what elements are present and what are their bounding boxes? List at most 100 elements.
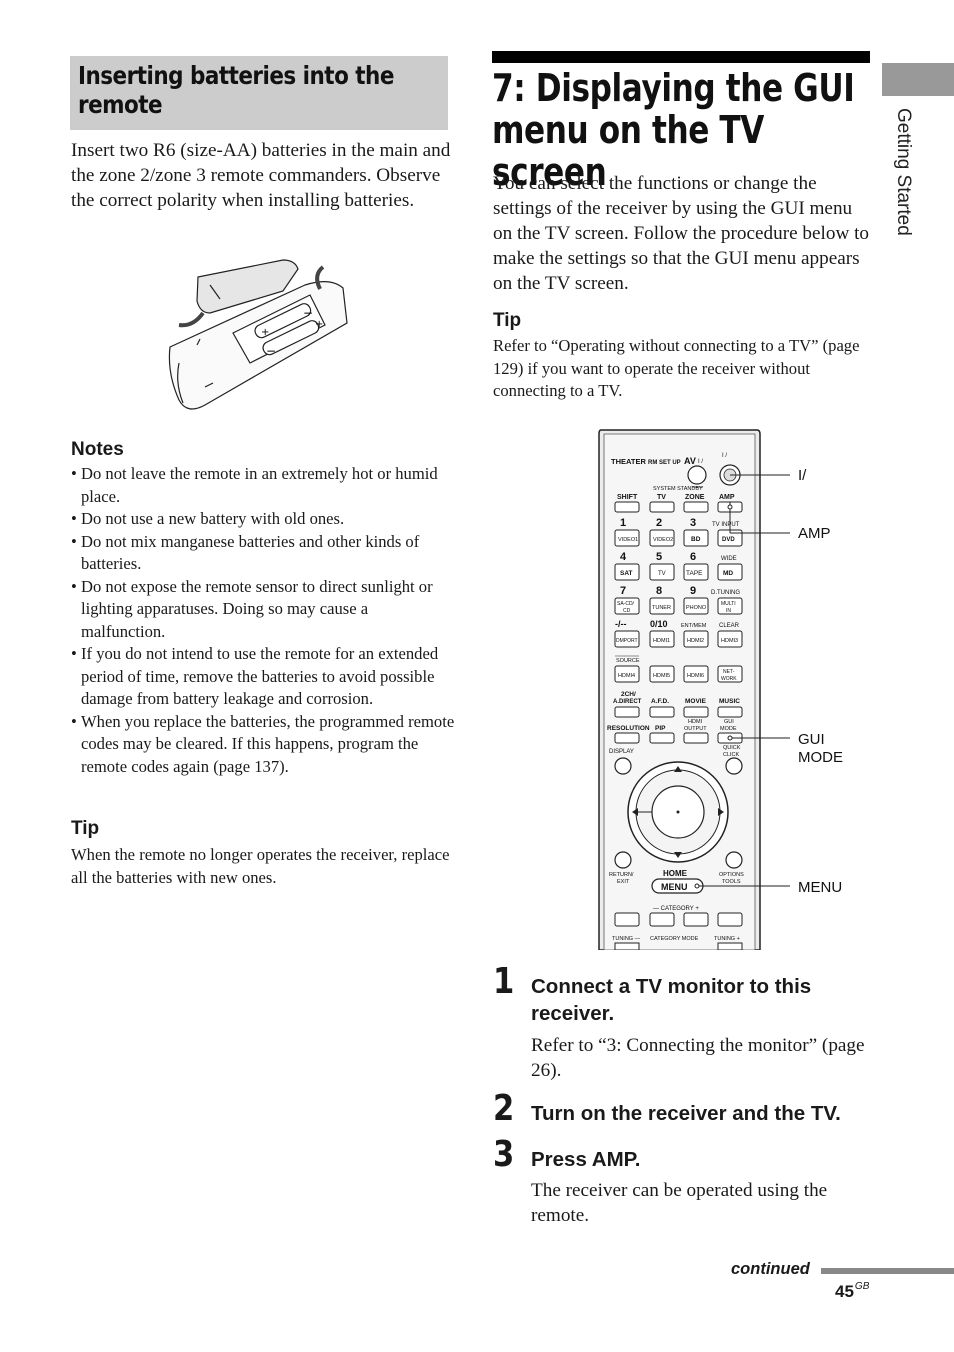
remote-label: PHONO	[686, 605, 707, 611]
notes-list: Do not leave the remote in an extremely …	[71, 463, 456, 778]
remote-label: 9	[690, 585, 696, 597]
remote-label: 5	[656, 551, 662, 563]
remote-label: ENT/MEM	[681, 623, 707, 629]
remote-label: HDMI5	[653, 673, 670, 679]
left-intro-paragraph: Insert two R6 (size-AA) batteries in the…	[71, 140, 451, 211]
remote-label: VIDEO2	[653, 537, 673, 543]
remote-label: CLEAR	[719, 623, 740, 629]
callout-amp: AMP	[798, 525, 831, 542]
remote-label: TV INPUT	[712, 522, 740, 528]
battery-plus-2: +	[315, 319, 323, 330]
note-item: When you replace the batteries, the prog…	[71, 711, 456, 779]
remote-label: HOME	[663, 869, 688, 878]
remote-label: WORK	[721, 676, 737, 682]
remote-label: 7	[620, 585, 626, 597]
remote-label: VIDEO1	[618, 537, 638, 543]
remote-label: I /	[722, 453, 727, 459]
battery-minus-1: −	[303, 306, 313, 320]
battery-plus-1: +	[261, 327, 269, 338]
callout-menu: MENU	[798, 879, 842, 896]
remote-label: 3	[690, 517, 696, 529]
remote-label: -/--	[615, 619, 627, 629]
remote-label: TAPE	[686, 570, 703, 577]
remote-label: 2CH/	[621, 691, 636, 698]
section-tab	[882, 63, 954, 96]
remote-label: AMP	[719, 494, 735, 501]
remote-label: SOURCE	[616, 658, 640, 664]
continued-bar	[821, 1268, 954, 1274]
remote-label: DVD	[722, 537, 735, 543]
remote-label: AV	[684, 456, 696, 466]
battery-minus-2: −	[266, 344, 276, 358]
step-number: 1	[493, 961, 515, 1002]
remote-label: TOOLS	[722, 879, 741, 885]
page-number-suffix: GB	[854, 1281, 870, 1292]
note-item: Do not mix manganese batteries and other…	[71, 531, 456, 576]
remote-label: GUI	[724, 719, 734, 725]
remote-label: EXIT	[617, 879, 630, 885]
page-title: 7: Displaying the GUI menu on the TV scr…	[492, 66, 855, 194]
right-tip-text: Refer to “Operating without connecting t…	[493, 336, 860, 400]
remote-label: 4	[620, 551, 627, 563]
remote-label: IN	[726, 608, 731, 614]
section-tab-text: Getting Started	[893, 108, 914, 236]
remote-label: CD	[623, 608, 631, 614]
page-number: 45GB	[835, 1281, 870, 1302]
callout-gui: GUI	[798, 731, 825, 748]
remote-label: A.F.D.	[651, 698, 669, 705]
remote-label: DMPORT	[616, 638, 638, 644]
left-tip-heading: Tip	[71, 818, 100, 839]
remote-label: TUNING +	[714, 936, 740, 942]
remote-label: RESOLUTION	[607, 725, 650, 732]
continued-label: continued	[731, 1260, 810, 1278]
callout-power: I/	[798, 467, 807, 484]
step-body: The receiver can be operated using the r…	[531, 1180, 828, 1226]
remote-label: MUSIC	[719, 698, 740, 705]
remote-label: 6	[690, 551, 696, 563]
remote-control-illustration: THEATER RM SET UP AV I / I / SYSTEM STAN…	[598, 429, 843, 950]
remote-label: NET-	[723, 669, 735, 675]
remote-label: BD	[691, 536, 701, 543]
remote-label: MULTI	[721, 601, 736, 607]
remote-label: 1	[620, 517, 626, 529]
remote-label: DISPLAY	[609, 749, 634, 755]
remote-label: CLICK	[723, 752, 740, 758]
remote-label: MODE	[720, 726, 737, 732]
av-power-button[interactable]	[687, 465, 707, 485]
remote-label: SYSTEM STANDBY	[653, 486, 703, 492]
remote-label: 8	[656, 585, 662, 597]
remote-label: HDMI3	[721, 638, 738, 644]
section-tab-label: Getting Started	[888, 108, 918, 268]
remote-label: CATEGORY MODE	[650, 936, 699, 942]
remote-label: MENU	[661, 882, 688, 892]
battery-insertion-illustration: + − + −	[168, 259, 348, 410]
remote-label: I /	[698, 459, 703, 465]
notes-heading: Notes	[71, 439, 124, 460]
step-number: 2	[493, 1088, 515, 1129]
remote-label: ZONE	[685, 494, 705, 501]
remote-label: HDMI6	[687, 673, 704, 679]
remote-label: HDMI2	[687, 638, 704, 644]
remote-label: SHIFT	[617, 494, 638, 501]
title-rule	[492, 51, 870, 63]
remote-label: TUNER	[652, 605, 671, 611]
remote-label: MD	[723, 570, 733, 577]
right-intro-paragraph: You can select the functions or change t…	[493, 173, 870, 294]
note-item: If you do not intend to use the remote f…	[71, 643, 456, 711]
remote-label: HDMI4	[618, 673, 635, 679]
remote-label: MOVIE	[685, 698, 707, 705]
remote-label: HDMI	[688, 719, 703, 725]
left-tip-text: When the remote no longer operates the r…	[71, 845, 450, 887]
remote-label: 0/10	[650, 619, 668, 629]
remote-label: A.DIRECT	[613, 699, 642, 705]
right-tip-heading: Tip	[493, 310, 522, 331]
remote-label: HDMI1	[653, 638, 670, 644]
remote-label: TUNING —	[612, 936, 641, 942]
step-title: Turn on the receiver and the TV.	[531, 1102, 841, 1125]
section-heading: Inserting batteries into the remote	[78, 61, 394, 119]
step-number: 3	[493, 1134, 515, 1175]
remote-label: SA-CD/	[617, 601, 635, 607]
remote-label: TV	[657, 494, 666, 501]
remote-label: RM SET UP	[648, 460, 681, 466]
step-title: Connect a TV monitor to this receiver.	[531, 975, 812, 1025]
